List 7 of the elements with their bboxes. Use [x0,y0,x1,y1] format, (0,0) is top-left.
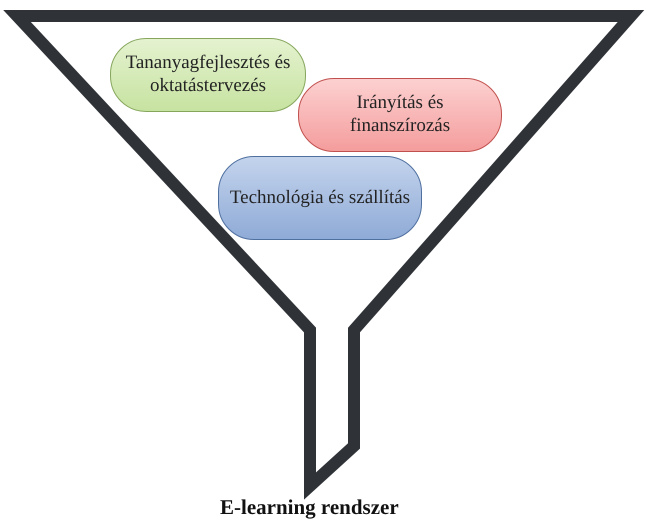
funnel-caption: E-learning rendszer [220,495,399,520]
node-text: Irányítás és finanszírozás [348,92,452,138]
pill-node [298,78,502,152]
node-text: Tananyagfejlesztés és oktatástervezés [124,52,292,98]
pill-node [110,38,306,112]
pill-node [218,156,422,240]
node-text: Technológia és szállítás [230,186,410,210]
